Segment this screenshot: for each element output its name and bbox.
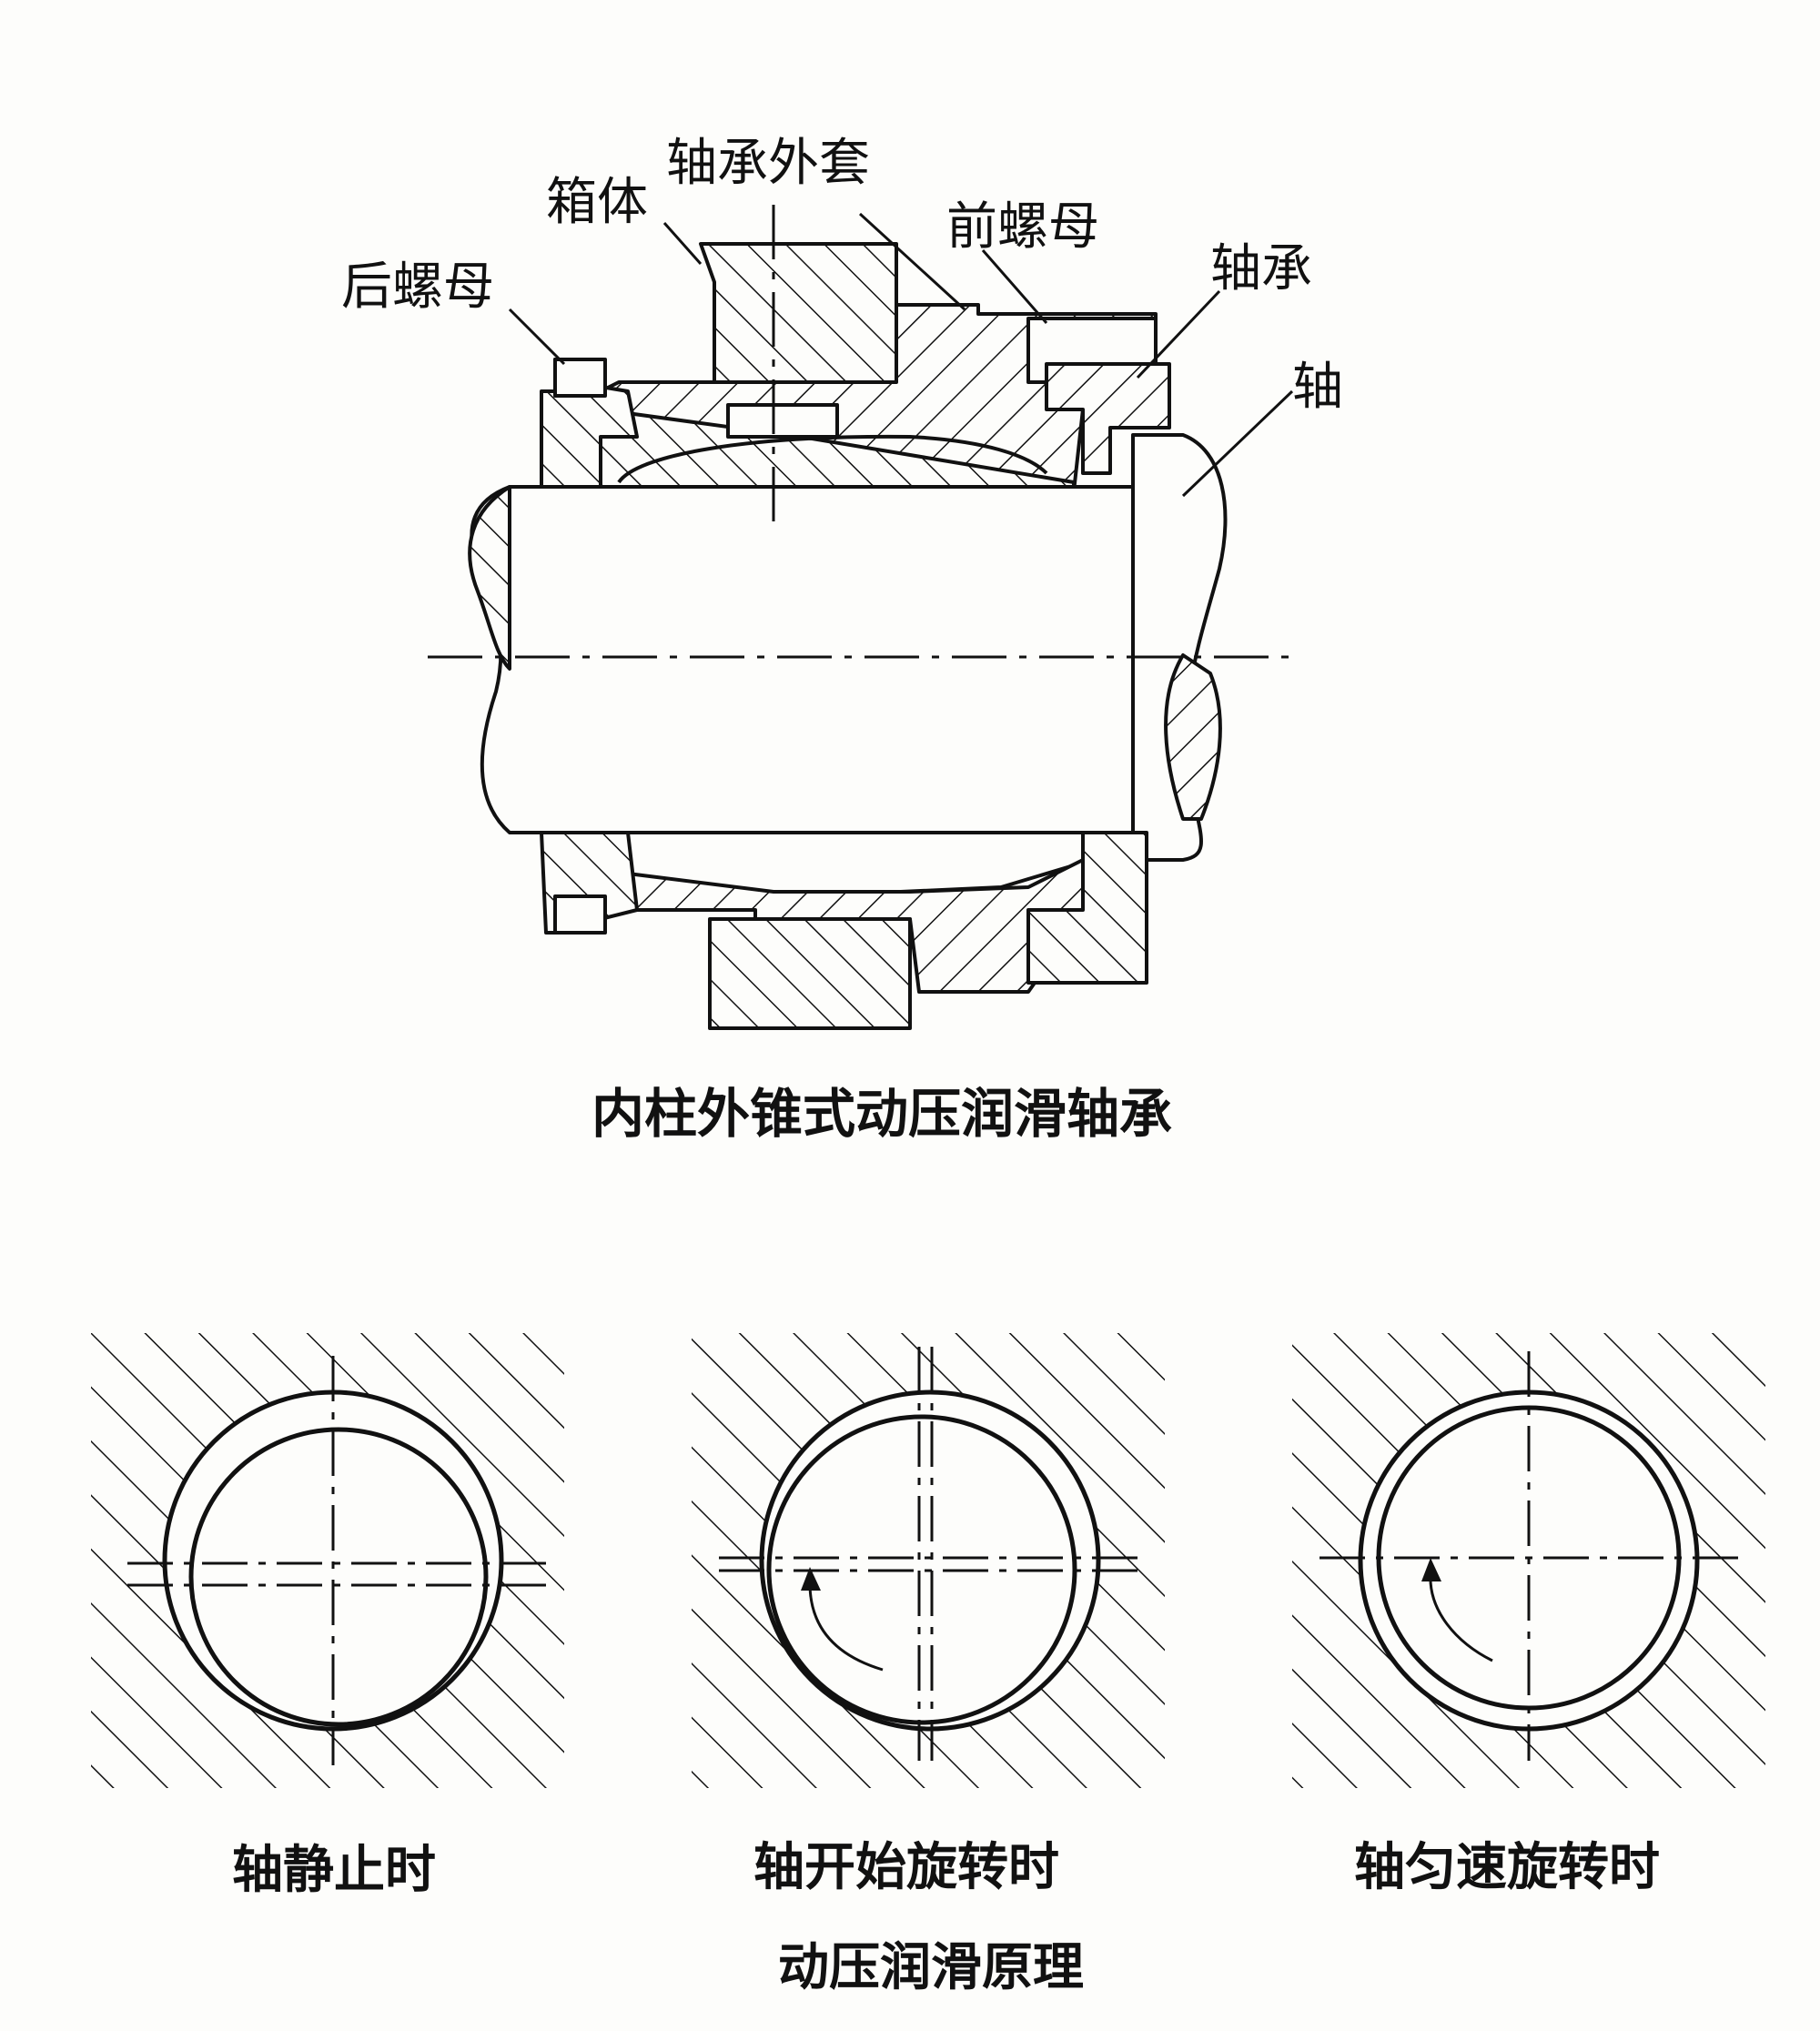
state-caption-starting: 轴开始旋转时 [753, 1838, 1059, 1897]
bearing-section [468, 242, 1228, 1030]
rotation-arrow-3 [1429, 1573, 1493, 1662]
rotation-arrow-2 [808, 1582, 884, 1672]
rotation-arrowhead-2 [801, 1567, 821, 1591]
front-nut-top-hatch [1045, 362, 1171, 475]
housing-bottom [708, 917, 912, 1030]
leader-shaft [1181, 389, 1294, 498]
leader-lines [508, 212, 1294, 498]
label-front-nut: 前螺母 [946, 197, 1099, 257]
top-diagram-caption: 内柱外锥式动压润滑轴承 [592, 1083, 1173, 1145]
shaft-body [470, 485, 1135, 834]
shaft-right-break [1164, 653, 1222, 821]
outer-sleeve-bottom [626, 858, 1085, 994]
leader-outer-sleeve [858, 212, 966, 311]
rear-nut-tab-top [553, 358, 607, 398]
oil-wedge-top [617, 434, 1048, 484]
state-stationary [91, 1333, 564, 1788]
front-nut-bottom [1026, 831, 1148, 985]
label-rear-nut: 后螺母 [341, 258, 494, 317]
state-caption-uniform: 轴匀速旋转时 [1354, 1838, 1660, 1897]
state-starting [692, 1333, 1165, 1788]
label-outer-sleeve: 轴承外套 [666, 134, 870, 193]
housing-top [699, 242, 898, 384]
bottom-diagram-caption: 动压润滑原理 [778, 1938, 1084, 1997]
label-housing: 箱体 [546, 173, 648, 232]
state-uniform [1292, 1333, 1765, 1788]
rear-nut-tab-bottom [553, 894, 607, 935]
locating-pin [726, 403, 839, 439]
label-bearing: 轴承 [1210, 239, 1312, 298]
leader-front-nut [981, 249, 1048, 324]
label-shaft: 轴 [1292, 358, 1343, 417]
state-caption-stationary: 轴静止时 [232, 1841, 436, 1900]
journal-circle-1 [188, 1427, 489, 1727]
leader-rear-nut [508, 308, 566, 366]
bearing-centerlines [428, 205, 1292, 659]
rotation-arrowhead-3 [1421, 1558, 1441, 1581]
leader-bearing [1136, 289, 1221, 379]
leader-housing [662, 222, 703, 265]
